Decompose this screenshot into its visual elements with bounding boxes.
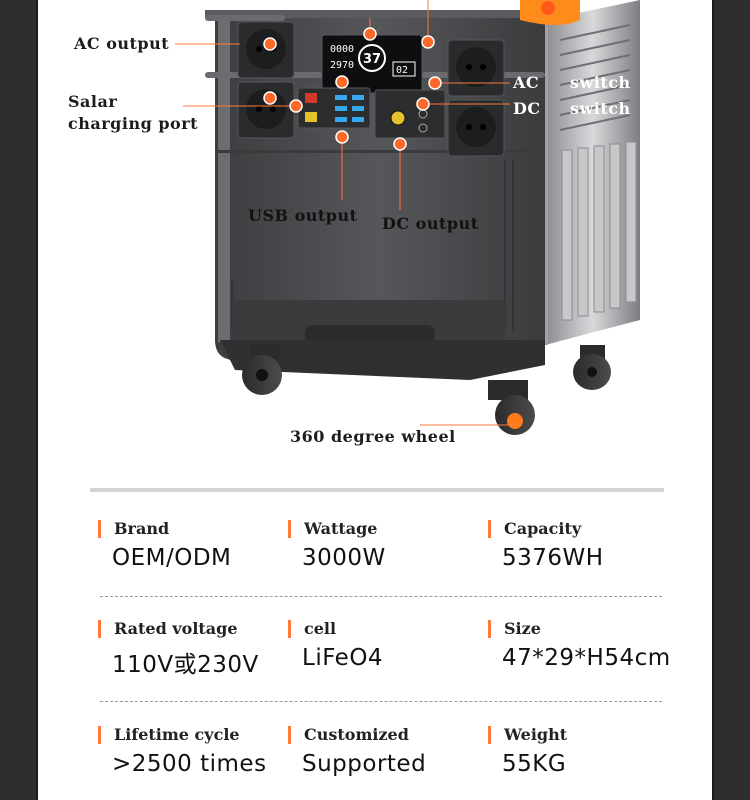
spec-label: Size [488,619,541,638]
frame-right-edge [712,0,714,800]
callout-ac-switch-left: AC [513,73,540,92]
ac-socket-top-left [237,21,295,79]
display-left-bottom: 2970 [330,60,354,71]
callout-ac-switch-right: switch [570,73,631,92]
spec-label: Rated voltage [98,619,238,638]
spec-value: >2500 times [112,751,267,777]
frame-left-edge [36,0,38,800]
ac-socket-bottom-left [237,81,295,139]
spec-value: Supported [302,751,427,777]
wheel-back-right [573,345,611,390]
spec-value: LiFeO4 [302,645,384,671]
row-divider [100,596,662,597]
spec-value: OEM/ODM [112,545,232,571]
spec-label: Lifetime cycle [98,725,240,744]
power-station-illustration: 0000 2970 37 02 [175,0,640,435]
ac-socket-bottom-right [447,99,505,157]
callout-markers [263,27,442,151]
frame-right [714,0,750,800]
spec-label: Brand [98,519,169,538]
display-center: 37 [363,52,381,67]
spec-label: Wattage [288,519,377,538]
spec-label: Capacity [488,519,581,538]
wheel-front-left [242,345,282,395]
callout-solar-port-line1: Salar [68,92,118,111]
spec-value: 3000W [302,545,386,571]
spec-value: 5376WH [502,545,604,571]
row-divider [100,701,662,702]
display-right: 02 [396,65,408,76]
spec-value: 110V或230V [112,652,259,678]
ac-socket-top-right [447,39,505,97]
callout-dc-switch-left: DC [513,99,541,118]
callout-wheel: 360 degree wheel [290,427,456,446]
spec-value: 47*29*H54cm [502,645,671,671]
section-divider [90,488,664,492]
spec-label: Customized [288,725,409,744]
callout-usb-switch: USB switch [244,0,352,11]
callout-dc-switch-right: switch [570,99,631,118]
frame-left [0,0,36,800]
callout-dc-output: DC output [382,214,479,233]
spec-value: 55KG [502,751,567,777]
callout-usb-output: USB output [248,206,358,225]
wheel-front-right [488,380,535,435]
callout-ac-output: AC output [74,34,170,53]
display-left-top: 0000 [330,44,354,55]
callout-solar-port-line2: charging port [68,114,199,133]
spec-label: cell [288,619,336,638]
spec-label: Weight [488,725,567,744]
